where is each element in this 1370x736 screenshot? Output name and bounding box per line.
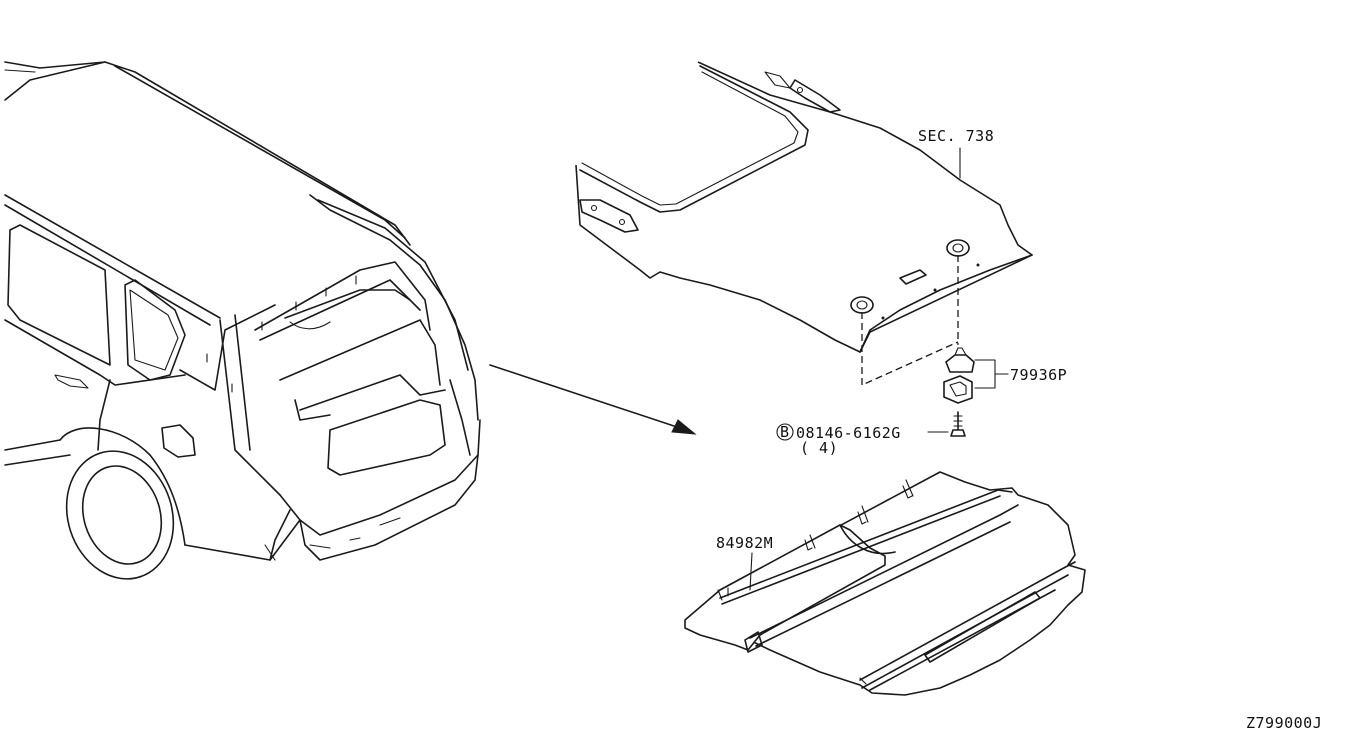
cover-leader-line bbox=[749, 552, 753, 591]
bolt-part bbox=[950, 411, 966, 437]
label-84982m: 84982M bbox=[716, 534, 773, 552]
headliner-panel bbox=[575, 61, 1033, 387]
drawing-id: Z799000J bbox=[1246, 714, 1322, 732]
label-bolt-part-number: 08146-6162G bbox=[796, 424, 901, 442]
label-sec-738: SEC. 738 bbox=[918, 127, 994, 145]
clip-parts bbox=[943, 347, 975, 404]
tonneau-cover bbox=[684, 471, 1086, 696]
label-bolt-quantity: ( 4) bbox=[800, 439, 838, 457]
clip-bracket bbox=[974, 359, 1009, 389]
vehicle-rear-view bbox=[4, 61, 481, 580]
bolt-symbol-circle: B bbox=[776, 423, 794, 441]
label-79936p: 79936P bbox=[1010, 366, 1067, 384]
svg-text:B: B bbox=[780, 423, 790, 441]
direction-arrow bbox=[489, 364, 697, 435]
